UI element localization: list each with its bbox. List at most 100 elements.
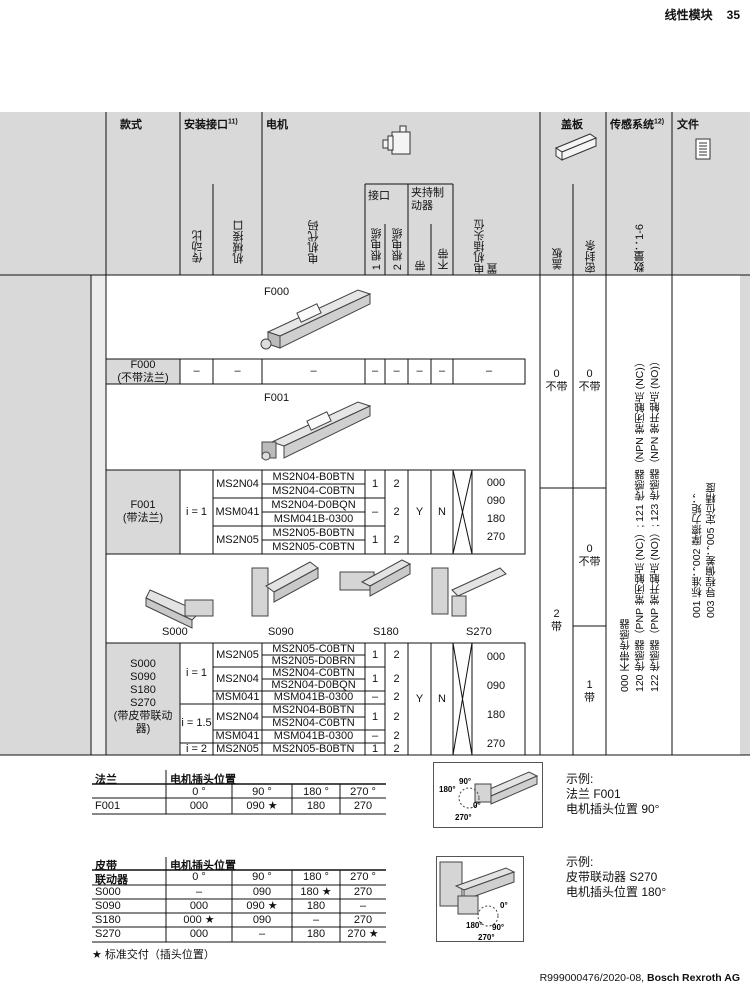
sensor-option: 120 传感器（PNP 常闭触点 (NC)）; 121 传感器（NPN 常闭触点… bbox=[633, 356, 646, 692]
example-line: 电机插头位置 90° bbox=[566, 802, 660, 816]
belt-cell: 180 bbox=[306, 899, 326, 912]
f000-style-code: F000 bbox=[130, 358, 156, 371]
configuration-table bbox=[0, 112, 750, 756]
belt-cell: – bbox=[258, 928, 266, 940]
f000-with: – bbox=[416, 365, 423, 377]
f000-module-drawing bbox=[260, 289, 372, 350]
s000-label: S000 bbox=[162, 626, 188, 638]
f001-code: MS2N04-B0BTN bbox=[272, 470, 355, 483]
flange-table-title: 法兰 bbox=[95, 774, 117, 786]
diag1-0: 0° bbox=[473, 801, 481, 810]
motor-icon bbox=[382, 125, 411, 155]
page-number: 35 bbox=[726, 8, 740, 22]
belt-cell: 270 bbox=[353, 885, 373, 898]
belt-style-line: 器) bbox=[135, 723, 151, 735]
footer-doc-id: R999000476/2020-08, bbox=[539, 972, 645, 984]
belt-brake-n: N bbox=[438, 692, 446, 705]
belt-cell: 000 ★ bbox=[183, 913, 215, 926]
f001-cable1: 1 bbox=[371, 477, 379, 490]
head-seal: 密封条 bbox=[585, 240, 597, 273]
example-line: 电机插头位置 180° bbox=[566, 885, 667, 899]
f000-cable2: – bbox=[393, 365, 400, 377]
belt-group: MSM041 bbox=[215, 691, 260, 703]
belt-cell: 270 ★ bbox=[347, 928, 379, 940]
f000-style-cell bbox=[106, 359, 180, 384]
cover-zero-text: 不带 bbox=[545, 381, 568, 393]
sensor-option: 000 不带传感器 bbox=[618, 619, 631, 692]
header-background bbox=[0, 112, 750, 275]
f001-ratio: i = 1 bbox=[185, 505, 208, 518]
belt-cable1: 1 bbox=[371, 648, 379, 661]
f000-ratio: – bbox=[193, 365, 200, 377]
belt-code: MS2N05-D0BRN bbox=[271, 654, 356, 667]
belt-cell: – bbox=[195, 885, 203, 898]
f001-module-drawing bbox=[261, 401, 372, 461]
s270-drawing bbox=[431, 567, 507, 617]
f001-cable2: 2 bbox=[393, 533, 400, 546]
belt-cable1: 1 bbox=[371, 672, 379, 685]
belt-cell: 180 ★ bbox=[300, 885, 332, 898]
head-qty: 数量：1-6 bbox=[634, 224, 646, 273]
head-without: 不带 bbox=[438, 248, 450, 270]
belt-ratio: i = 2 bbox=[185, 742, 208, 755]
cover-zero-value: 0 bbox=[553, 368, 560, 380]
sensor-option: 122 传感器（PNP 常开触点 (NO)）; 123 传感器（NPN 常开触点… bbox=[648, 355, 661, 692]
belt-group: MS2N05 bbox=[216, 648, 259, 661]
belt-group: MS2N04 bbox=[216, 672, 259, 685]
flange-row-label: F001 bbox=[95, 800, 121, 812]
seal-one-value: 1 bbox=[586, 679, 593, 691]
f001-brake-y: Y bbox=[415, 505, 424, 518]
head-sensor-sup: 12) bbox=[654, 118, 665, 126]
footer-company: Bosch Rexroth AG bbox=[647, 972, 740, 984]
f001-cable2: 2 bbox=[393, 477, 400, 490]
document-icon bbox=[695, 138, 711, 160]
belt-plug: 000 bbox=[486, 650, 506, 663]
s270-label: S270 bbox=[466, 626, 492, 638]
belt-style-line: (带皮带联动 bbox=[113, 710, 173, 722]
example-belt: 示例: 皮带联动器 S270 电机插头位置 180° bbox=[566, 855, 666, 900]
belt-table-subtitle: 电机插头位置 bbox=[170, 860, 236, 872]
belt-cable2: 2 bbox=[393, 742, 400, 755]
example-flange: 示例: 法兰 F001 电机插头位置 90° bbox=[566, 772, 659, 817]
example-title: 示例: bbox=[566, 855, 594, 869]
standard-delivery-note: ★ 标准交付（插头位置） bbox=[92, 949, 215, 961]
belt-cable2: 2 bbox=[393, 672, 400, 685]
belt-code: MSM041B-0300 bbox=[273, 730, 354, 742]
head-cable1: 1 根电缆 bbox=[371, 228, 383, 271]
belt-style-line: S270 bbox=[130, 697, 156, 709]
right-margin-band bbox=[740, 275, 750, 755]
head-mech: 机械接口 bbox=[233, 220, 245, 264]
f000-style: F000(不带法兰) bbox=[106, 359, 180, 384]
belt-col: 0 ° bbox=[192, 871, 206, 883]
belt-cable1: – bbox=[371, 730, 379, 742]
f001-cable1: 1 bbox=[371, 533, 379, 546]
f000-drawing-label: F000 bbox=[264, 286, 290, 298]
belt-row-label: S000 bbox=[95, 886, 121, 898]
diag1-270: 270° bbox=[455, 813, 472, 822]
belt-code: MS2N04-C0BTN bbox=[272, 666, 355, 679]
f001-plug: 000 bbox=[486, 476, 506, 489]
f000-code: – bbox=[310, 365, 317, 377]
flange-cell: 180 bbox=[306, 800, 326, 812]
f001-code: MS2N05-B0BTN bbox=[272, 526, 355, 539]
f001-brake-n: N bbox=[438, 505, 446, 518]
flange-col: 90 ° bbox=[252, 785, 272, 798]
f001-style-cell bbox=[106, 470, 180, 554]
belt-plug: 180 bbox=[486, 708, 506, 721]
f001-style-desc: (带法兰) bbox=[122, 512, 164, 524]
head-code: 电机代码 bbox=[308, 220, 320, 264]
head-with: 带 bbox=[415, 260, 427, 271]
belt-cell: 000 bbox=[189, 899, 209, 912]
belt-cell: – bbox=[359, 899, 367, 912]
belt-ratio: i = 1 bbox=[185, 667, 208, 679]
section-title: 线性模块 bbox=[664, 8, 713, 22]
f000-mech: – bbox=[234, 365, 241, 377]
head-motor: 电机 bbox=[266, 119, 288, 131]
f001-code: MSM041B-0300 bbox=[273, 512, 354, 525]
head-sensor-label: 传感系统 bbox=[610, 119, 654, 131]
diag2-0: 0° bbox=[500, 901, 508, 910]
belt-plug: 270 bbox=[486, 737, 506, 750]
f000-style-desc: (不带法兰) bbox=[117, 371, 169, 384]
f001-code: MS2N04-C0BTN bbox=[272, 484, 355, 497]
belt-cell: 090 bbox=[252, 913, 272, 926]
